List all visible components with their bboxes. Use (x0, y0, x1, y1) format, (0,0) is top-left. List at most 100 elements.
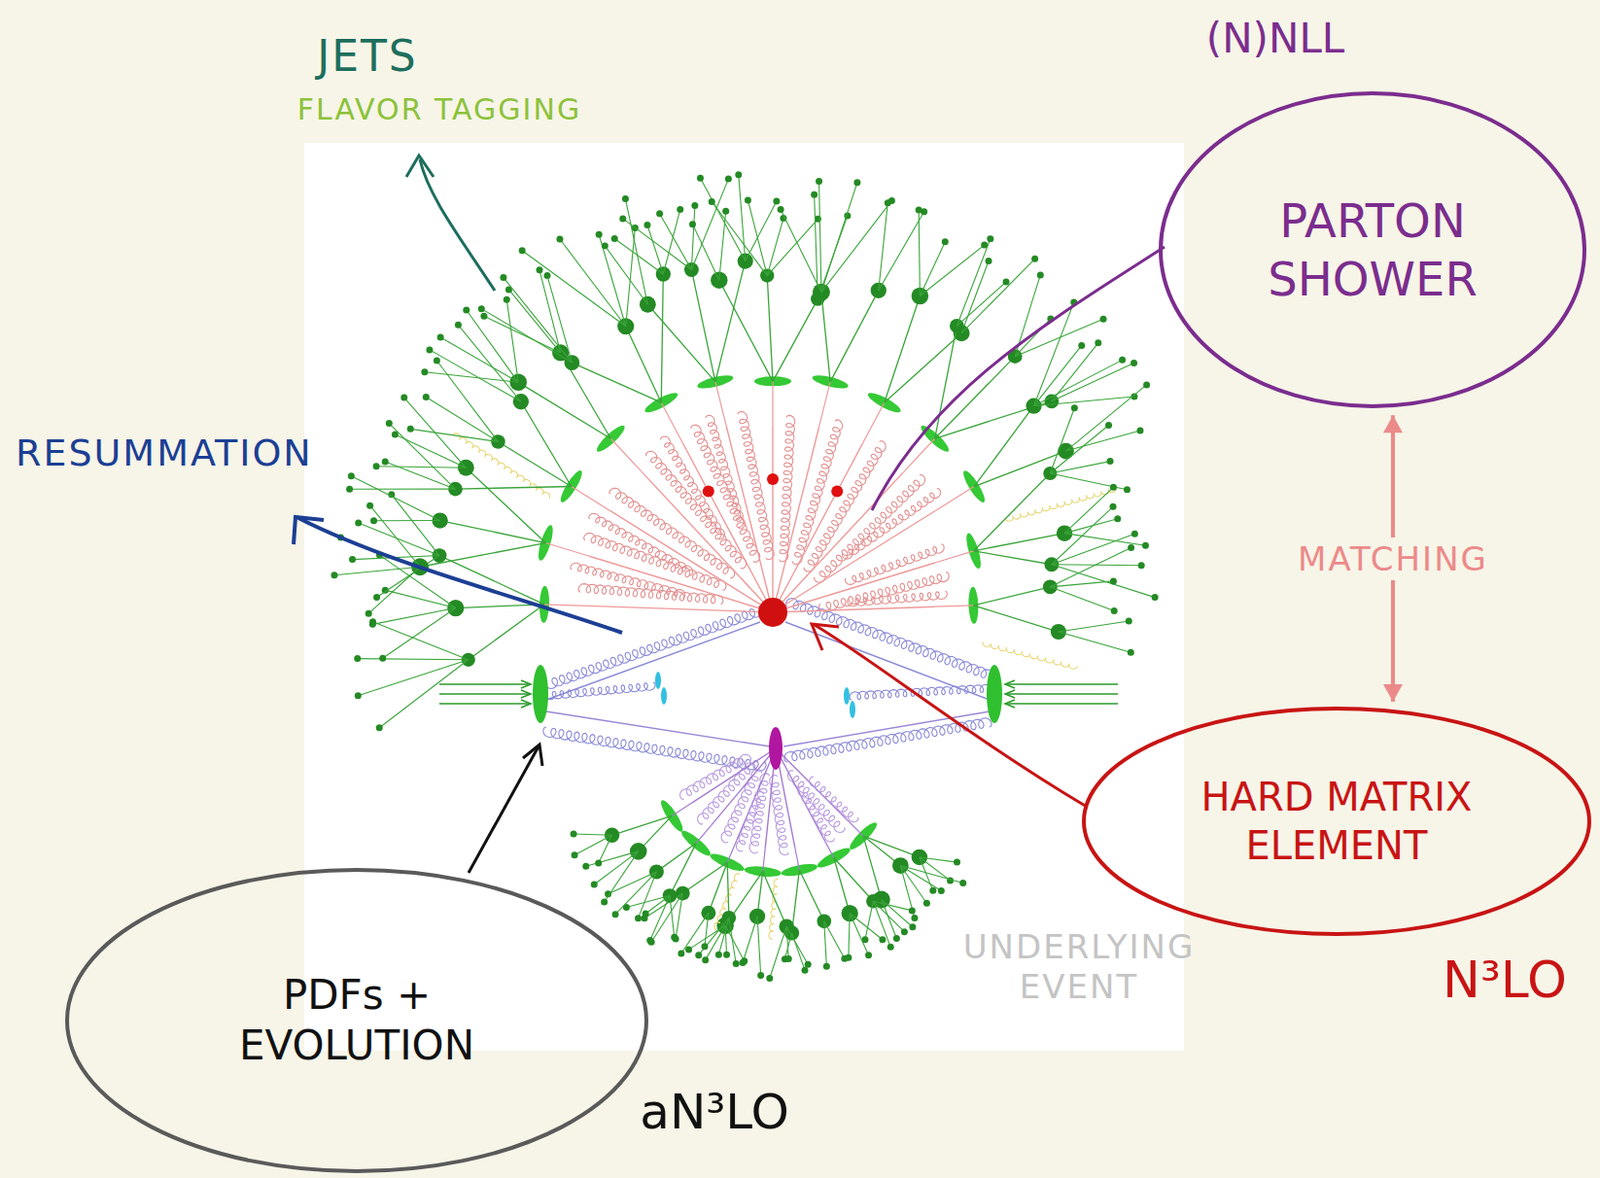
gluon-coil (847, 591, 948, 607)
particle-line (711, 202, 767, 277)
decay-dot (865, 951, 872, 959)
decay-dot (723, 951, 731, 959)
gluon-coil (841, 488, 940, 559)
particle-line (379, 660, 469, 729)
decay-dot (1037, 271, 1044, 279)
resummation-label-holder: RESUMMATION (15, 431, 314, 477)
flavor-label: FLAVOR TAGGING (297, 92, 582, 128)
decay-dot (691, 202, 698, 209)
decay-dot (1110, 577, 1117, 585)
particle-line (374, 520, 441, 522)
particle-line (973, 605, 1058, 632)
arrow-head (1383, 684, 1403, 702)
beam-line (1005, 683, 1118, 686)
hadron-dot (710, 272, 728, 289)
node-text: HARD MATRIX ELEMENT (1176, 772, 1497, 870)
particle-line (593, 851, 638, 885)
particle-line (586, 851, 639, 867)
decay-dot (1031, 255, 1039, 263)
decay-dot (385, 419, 393, 427)
particle-line (691, 206, 695, 271)
decay-dot (815, 177, 823, 185)
decay-dot (1113, 515, 1121, 522)
ellipse-border (1160, 93, 1585, 407)
particle-line (626, 896, 670, 908)
particle-line (436, 360, 498, 442)
decay-dot (519, 246, 526, 254)
remnant-blob (655, 671, 661, 690)
decay-dot (1003, 278, 1010, 286)
particle-line (604, 851, 639, 903)
decay-dot (734, 171, 742, 178)
particle-line (771, 425, 773, 613)
particle-line (466, 310, 519, 383)
particle-line (780, 208, 822, 292)
hard-vertex (758, 597, 788, 627)
decay-dot (685, 945, 693, 953)
particle-line (872, 901, 912, 911)
decay-dot (1127, 544, 1135, 552)
remnant-blob (660, 687, 667, 705)
decay-dot (570, 830, 578, 837)
decay-dot (893, 935, 901, 942)
decay-dot (853, 178, 861, 186)
particle-line (1049, 581, 1114, 588)
particle-line (775, 748, 823, 837)
particle-line (503, 278, 572, 364)
decay-dot (643, 221, 651, 229)
particle-line (727, 840, 737, 864)
decay-dot (1143, 381, 1150, 388)
particle-line (872, 901, 891, 947)
particle-line (559, 239, 627, 327)
decay-dot (600, 898, 608, 905)
particle-line (1066, 430, 1141, 452)
particle-line (848, 913, 850, 959)
particle-line (849, 913, 883, 940)
remnant-blob (843, 687, 850, 705)
decay-dot (379, 655, 386, 662)
decay-dot (348, 556, 356, 563)
decay-dot (1110, 484, 1117, 491)
decay-dot (986, 235, 994, 243)
decay-dot (901, 928, 908, 936)
decay-dot (1127, 649, 1135, 657)
particle-line (560, 352, 612, 439)
decay-dot (1142, 542, 1149, 550)
ellipse-outline (65, 868, 649, 1174)
decay-dot (804, 961, 812, 969)
decay-dot (1107, 457, 1114, 465)
particle-line (521, 401, 572, 487)
decay-dot (543, 272, 551, 279)
particle-line (384, 461, 455, 489)
particle-line (1051, 506, 1114, 564)
decay-dot (715, 951, 723, 959)
gluon-coil (714, 873, 740, 931)
particle-line (918, 209, 920, 296)
particle-line (546, 711, 770, 747)
decay-dot (1125, 617, 1133, 625)
decay-dot (536, 266, 544, 274)
decay-dot (887, 943, 895, 951)
particle-line (647, 304, 716, 383)
decay-dot (884, 199, 892, 207)
particle-line (783, 711, 990, 747)
particle-line (368, 566, 420, 614)
particle-line (961, 260, 989, 333)
decay-dot (689, 220, 696, 228)
decay-dot (370, 517, 378, 524)
leader-line (871, 246, 1165, 511)
edge-label-holder: MATCHING (1289, 539, 1496, 579)
particle-line (625, 199, 648, 306)
particle-line (795, 846, 800, 870)
particle-line (544, 604, 589, 607)
gluon-coil (589, 513, 694, 576)
proton (532, 664, 549, 724)
gluon-coil (735, 791, 764, 852)
decay-dot (1094, 339, 1102, 347)
particle-line (521, 250, 627, 327)
decay-dot (823, 963, 831, 971)
heading-holder: aN³LO (639, 1081, 790, 1144)
particle-line (518, 382, 611, 439)
decay-dot (701, 956, 709, 964)
